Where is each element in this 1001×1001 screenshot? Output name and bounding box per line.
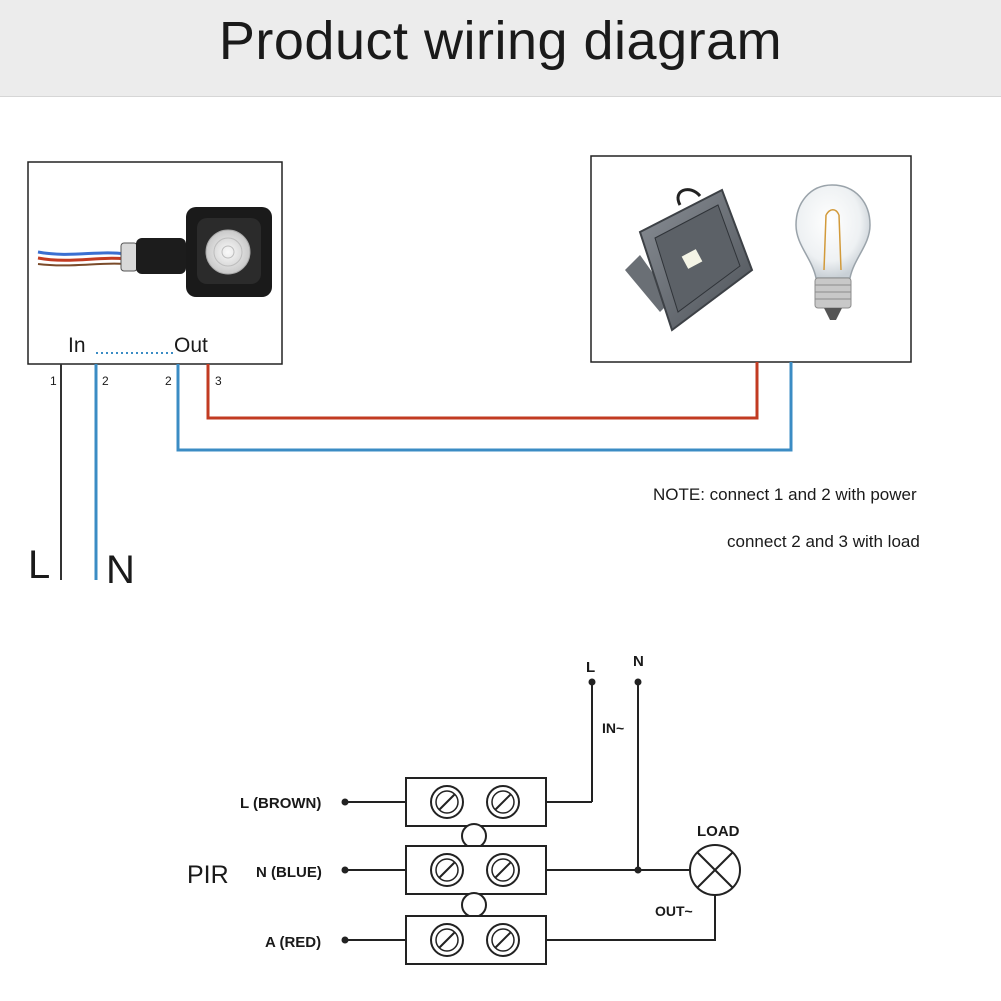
terminal-hole bbox=[461, 892, 487, 918]
wire-label-red: A (RED) bbox=[265, 934, 321, 951]
screw-icon bbox=[486, 923, 520, 957]
in-tilde-label: IN~ bbox=[602, 720, 624, 736]
load-label: LOAD bbox=[697, 823, 740, 840]
schematic-n-label: N bbox=[633, 653, 644, 670]
out-tilde-label: OUT~ bbox=[655, 903, 693, 919]
screw-icon bbox=[430, 785, 464, 819]
header-bar: Product wiring diagram bbox=[0, 0, 1001, 97]
out-label: Out bbox=[174, 334, 208, 357]
wire-label-blue: N (BLUE) bbox=[256, 864, 322, 881]
supply-l-label: L bbox=[28, 543, 50, 587]
schematic-dots bbox=[341, 678, 642, 944]
terminal-number: 2 bbox=[102, 374, 109, 388]
light-bulb-icon bbox=[795, 184, 871, 320]
screw-icon bbox=[486, 853, 520, 887]
screw-icon bbox=[486, 785, 520, 819]
pir-sensor-icon bbox=[186, 207, 272, 297]
terminal-numbers: 1 2 2 3 bbox=[50, 374, 222, 388]
terminal-row bbox=[405, 845, 547, 895]
terminal-number: 3 bbox=[215, 374, 222, 388]
terminal-block bbox=[405, 777, 547, 965]
sensor-cable bbox=[37, 250, 126, 267]
terminal-row bbox=[405, 915, 547, 965]
terminal-number: 2 bbox=[165, 374, 172, 388]
terminal-hole bbox=[461, 823, 487, 849]
note-line-1: NOTE: connect 1 and 2 with power bbox=[653, 485, 917, 504]
pir-label: PIR bbox=[187, 861, 229, 889]
cable-gland bbox=[120, 238, 186, 274]
floodlight-icon bbox=[625, 188, 754, 332]
schematic-wires bbox=[345, 682, 716, 941]
top-wires bbox=[60, 362, 793, 580]
note-line-2: connect 2 and 3 with load bbox=[727, 532, 920, 551]
screw-icon bbox=[430, 923, 464, 957]
sensor-panel: In Out bbox=[27, 161, 283, 365]
screw-icon bbox=[430, 853, 464, 887]
schematic-l-label: L bbox=[586, 659, 595, 676]
load-panel bbox=[590, 155, 912, 363]
terminal-number: 1 bbox=[50, 374, 57, 388]
in-label: In bbox=[68, 334, 86, 357]
terminal-row bbox=[405, 777, 547, 827]
supply-n-label: N bbox=[106, 548, 135, 592]
load-lamp-symbol bbox=[689, 844, 741, 896]
wire-label-brown: L (BROWN) bbox=[240, 795, 321, 812]
page-title: Product wiring diagram bbox=[218, 11, 783, 71]
